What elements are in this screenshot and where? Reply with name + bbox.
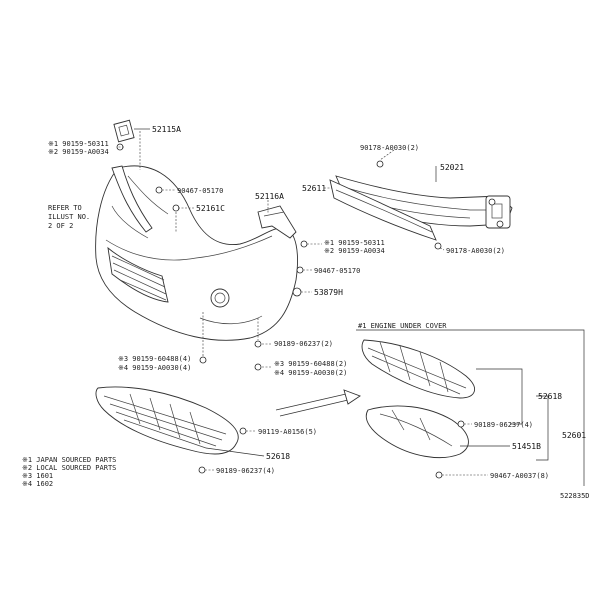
clip-icon[interactable] <box>434 242 442 250</box>
bracket-52115a[interactable] <box>113 119 135 143</box>
bolt-label: ※2 90159-A0034 <box>324 247 385 255</box>
legend-item: ※1 JAPAN SOURCED PARTS <box>22 456 116 464</box>
clip-icon[interactable] <box>155 186 163 194</box>
clip-label: 90467-05170 <box>314 267 360 275</box>
part-label-52611: 52611 <box>302 184 326 193</box>
refer-text: 2 OF 2 <box>48 222 73 230</box>
part-label-52161c: 52161C <box>196 204 225 213</box>
part-label-52618: 52618 <box>266 452 290 461</box>
headlamp-retainer[interactable] <box>111 165 153 233</box>
screw-label: 90119-A0156(5) <box>258 428 317 436</box>
engine-under-cover-frame <box>356 329 585 486</box>
screw-icon[interactable] <box>435 471 443 479</box>
bolt-label: ※4 90159-A0030(4) <box>118 364 191 372</box>
bolt-label: ※1 90159-50311 <box>48 140 109 148</box>
bolt-label: ※2 90159-A0034 <box>48 148 109 156</box>
engine-under-cover-header: #1 ENGINE UNDER COVER <box>358 322 447 330</box>
clip-icon[interactable] <box>376 160 384 168</box>
bolt-label: ※3 90159-60488(2) <box>274 360 347 368</box>
clip-label: 90467-05170 <box>177 187 223 195</box>
refer-text: ILLUST NO. <box>48 213 90 221</box>
under-cover-51451b[interactable] <box>365 405 469 459</box>
refer-text: REFER TO <box>48 204 82 212</box>
direction-arrow <box>275 389 361 417</box>
under-cover-52618-engine[interactable] <box>361 339 475 399</box>
screw-label: 90189-06237(4) <box>474 421 533 429</box>
clip-icon[interactable] <box>292 287 302 297</box>
part-label-51451b: 51451B <box>512 442 541 451</box>
under-cover-52618-front[interactable] <box>95 386 239 455</box>
clip-label: 90178-A0030(2) <box>446 247 505 255</box>
bolt-label: ※1 90159-50311 <box>324 239 385 247</box>
part-label-52116a: 52116A <box>255 192 284 201</box>
legend-item: ※4 1602 <box>22 480 53 488</box>
screw-icon[interactable] <box>199 356 207 364</box>
bolt-label: ※3 90159-60488(4) <box>118 355 191 363</box>
bolt-label: ※4 90159-A0030(2) <box>274 369 347 377</box>
front-bumper-cover[interactable] <box>95 165 298 341</box>
clip-icon[interactable] <box>300 240 308 248</box>
part-label-53879h: 53879H <box>314 288 343 297</box>
bracket-52116a[interactable] <box>257 205 297 239</box>
part-label-52021: 52021 <box>440 163 464 172</box>
screw-icon[interactable] <box>198 466 206 474</box>
screw-icon[interactable] <box>254 340 262 348</box>
clip-label: 90178-A0030(2) <box>360 144 419 152</box>
screw-label: 90189-06237(4) <box>216 467 275 475</box>
energy-absorber-52611[interactable] <box>329 179 437 241</box>
clip-icon[interactable] <box>296 266 304 274</box>
legend-item: ※3 1601 <box>22 472 53 480</box>
figure-id: 522835D <box>560 492 590 500</box>
part-label-52601: 52601 <box>562 431 586 440</box>
screw-icon[interactable] <box>254 363 262 371</box>
legend-item: ※2 LOCAL SOURCED PARTS <box>22 464 116 472</box>
part-label-52618: 52618 <box>538 392 562 401</box>
clip-label: 90467-A0037(8) <box>490 472 549 480</box>
screw-icon[interactable] <box>457 420 465 428</box>
screw-label: 90189-06237(2) <box>274 340 333 348</box>
leader-lines <box>118 128 549 476</box>
part-label-52115a: 52115A <box>152 125 181 134</box>
screw-icon[interactable] <box>239 427 247 435</box>
